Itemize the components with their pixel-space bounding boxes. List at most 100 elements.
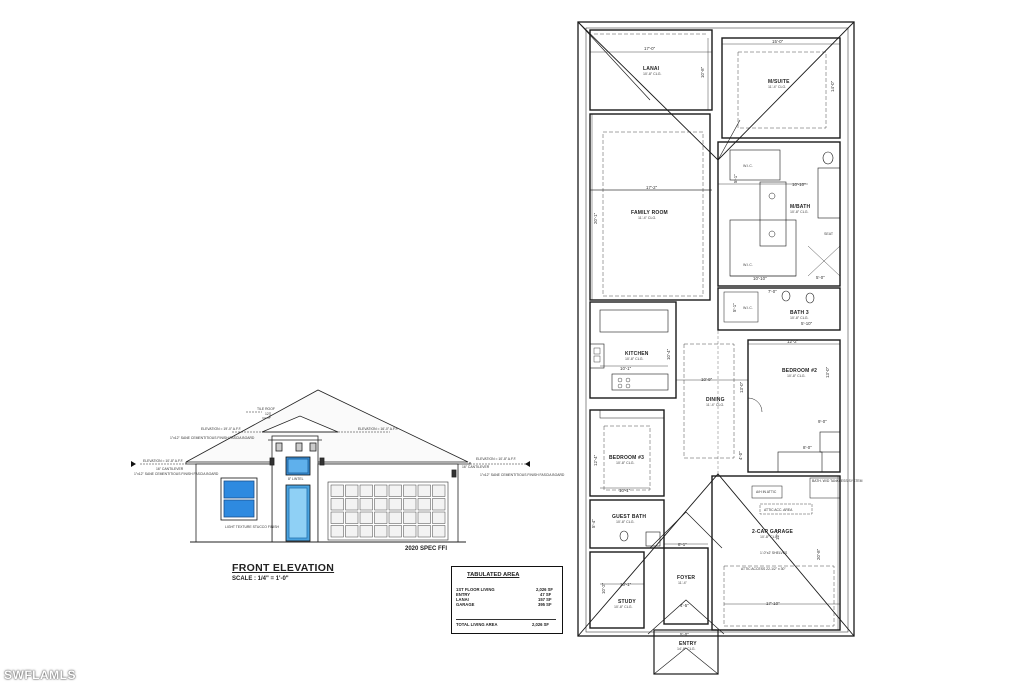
- kitchen: [589, 301, 677, 399]
- garage-note-shelf: 1'-0"x2' SHELVES: [760, 551, 788, 555]
- garage-door-panel: [359, 498, 373, 511]
- dim-bed2-w: 12'-2": [787, 339, 799, 344]
- dim-wh: 8'-0": [803, 445, 812, 450]
- study: [589, 551, 645, 629]
- garage-door-panel: [330, 484, 344, 497]
- garage-door-panel: [330, 525, 344, 538]
- garage-door-panel: [432, 511, 446, 524]
- dim-msuite-d: 14'-0": [830, 80, 835, 92]
- dim-wic-w: 10'-10": [753, 276, 767, 281]
- dim-mbath-w: 10'-10": [792, 182, 806, 187]
- dimension-lines: [590, 38, 840, 630]
- garage-door-panel: [432, 498, 446, 511]
- garage-door-panel: [374, 498, 388, 511]
- garage-door-panel: [359, 484, 373, 497]
- garage-door-panel: [345, 525, 359, 538]
- room-garage: 2-CAR GARAGE: [752, 529, 794, 535]
- floor-plan: [577, 21, 855, 675]
- garage-door-panel: [359, 511, 373, 524]
- elevation-note-c: ELEVATION = 10'-8" A.F.F.: [143, 459, 184, 463]
- garage-door-panel: [403, 484, 417, 497]
- room-wic-2: W.I.C.: [743, 263, 753, 267]
- room-wic-1: W.I.C.: [743, 164, 753, 168]
- room-mbath: M/BATH: [790, 204, 811, 210]
- roof-label: TILE ROOF: [257, 407, 275, 411]
- entry: [653, 629, 719, 675]
- dim-entry-w: 5'-0": [680, 632, 689, 637]
- room-seat: SEAT: [824, 232, 834, 236]
- pitch-label: 12: [265, 412, 269, 416]
- room-family-clg: 11'-4" CLG.: [638, 216, 657, 220]
- dim-study-w: 10'-1": [620, 582, 632, 587]
- garage-door-panel: [345, 484, 359, 497]
- dim-misc-a: 9'-0": [818, 419, 827, 424]
- entry-note: 8" LINTEL: [288, 477, 304, 481]
- room-dining-clg: 11'-4" CLG.: [706, 403, 725, 407]
- room-dining: DINING: [706, 397, 725, 403]
- garage-note-ah: A/H IN ATTIC: [756, 490, 777, 494]
- family-room: [589, 113, 711, 301]
- room-bed3: BEDROOM #3: [609, 455, 645, 461]
- room-family: FAMILY ROOM: [631, 210, 668, 216]
- room-kitchen: KITCHEN: [625, 351, 649, 357]
- room-guestbath: GUEST BATH: [612, 514, 647, 520]
- garage-door-panel: [388, 525, 402, 538]
- room-study: STUDY: [618, 599, 636, 605]
- garage-door-panel: [330, 498, 344, 511]
- garage-door-panel: [374, 484, 388, 497]
- total-area-value: 2,026 SF: [532, 622, 549, 627]
- trim-note-left: 1"x12" SANE CEMENTITIOUS FINISH FASCIA B…: [170, 436, 255, 440]
- dim-bath3-a: 7'-0": [768, 289, 777, 294]
- garage-note-attic: ATTIC ACC. AREA: [764, 508, 793, 512]
- main-roof: [185, 389, 469, 463]
- garage-door-panel: [403, 511, 417, 524]
- dim-kitchen-d: 10'-4": [666, 348, 671, 360]
- dim-guest-w: 5'-4": [591, 519, 596, 528]
- garage-door-panel: [330, 511, 344, 524]
- area-row-label: ENTRY: [456, 592, 471, 597]
- room-lanai-clg: 10'-8" CLG.: [643, 72, 662, 76]
- room-bath3-clg: 10'-8" CLG.: [790, 316, 809, 320]
- garage-door-panel: [417, 511, 431, 524]
- dim-wic-d: 5'-1": [733, 174, 738, 183]
- dim-family-d: 20'-1": [593, 212, 598, 224]
- area-row-label: GARAGE: [456, 602, 475, 607]
- dim-closet: 4'-0": [738, 451, 743, 460]
- elevation-note-b: ELEVATION = 16'-0" A.F.F.: [358, 427, 399, 431]
- cantilever-left: 16" CANTILEVER: [156, 467, 184, 471]
- room-foyer-clg: 11'-4": [678, 581, 687, 585]
- room-foyer: FOYER: [677, 575, 696, 581]
- bedroom-3: [589, 409, 665, 497]
- dim-garage-d: 20'-8": [816, 548, 821, 560]
- garage-door-panel: [417, 498, 431, 511]
- master-bath: [717, 141, 841, 287]
- dim-bed2-d: 13'-0": [825, 366, 830, 378]
- bath-3: [717, 287, 841, 331]
- dim-family-w: 17'-2": [646, 185, 658, 190]
- garage-note-door: ATTIC ACCESS 22-1/2" x 30": [741, 567, 786, 571]
- garage-door-panel: [388, 498, 402, 511]
- guest-bath: [589, 499, 665, 549]
- garage: [711, 475, 841, 631]
- dim-dining-d: 13'-0": [739, 381, 744, 393]
- dim-garage-w: 17'-10": [766, 601, 780, 606]
- area-row-value: 157 SF: [538, 597, 552, 602]
- room-guestbath-clg: 10'-8" CLG.: [616, 520, 635, 524]
- room-mbath-clg: 10'-8" CLG.: [790, 210, 809, 214]
- garage-door-panel: [403, 498, 417, 511]
- area-row-value: 47 SF: [540, 592, 552, 597]
- elevation-scale: SCALE : 1/4" = 1'-0": [232, 576, 289, 582]
- garage-door-panel: [374, 511, 388, 524]
- stucco-note: LIGHT TEXTURE STUCCO FINISH: [225, 525, 279, 529]
- room-msuite: M/SUITE: [768, 79, 790, 85]
- room-entry-clg: 14'-8" CLG.: [677, 647, 696, 651]
- trim-note-right: 1"x12" SANE CEMENTITIOUS FINISH FASCIA B…: [480, 473, 565, 477]
- dim-msuite-w: 15'-0": [772, 39, 784, 44]
- foyer: [663, 547, 709, 625]
- dim-dining-w: 10'-9": [701, 377, 713, 382]
- tabulated-area-title: TABULATED AREA: [467, 572, 520, 578]
- front-elevation: [131, 389, 530, 543]
- garage-door-panel: [388, 511, 402, 524]
- room-study-clg: 10'-8" CLG.: [614, 605, 633, 609]
